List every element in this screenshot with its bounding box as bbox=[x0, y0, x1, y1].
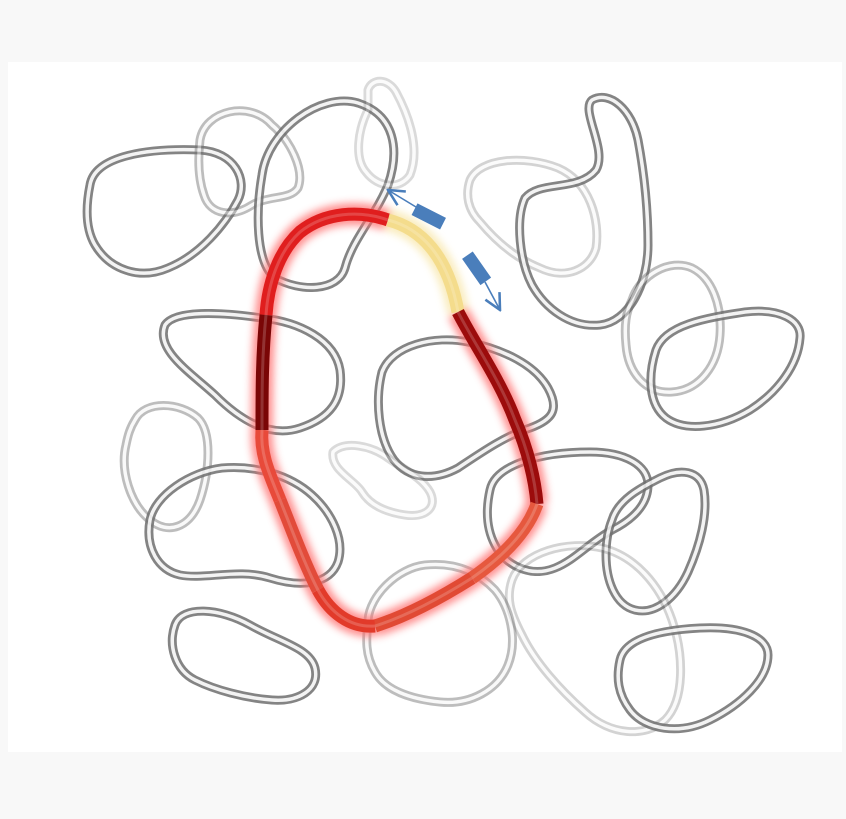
arrow-upper-left-head bbox=[388, 190, 416, 207]
highlighted-loop-sheen bbox=[280, 500, 318, 590]
arrow-lower-right bbox=[462, 251, 500, 310]
loop-i-outline bbox=[651, 311, 800, 426]
background-loop-s bbox=[618, 628, 768, 729]
background-loop-g bbox=[520, 97, 648, 325]
highlighted-loop bbox=[262, 214, 537, 626]
arrow-lower-right-body bbox=[462, 251, 491, 285]
loop-g-outline bbox=[520, 97, 648, 325]
loop-p-outline bbox=[172, 611, 315, 700]
background-loop-k bbox=[124, 406, 208, 528]
arrow-lower-right-head bbox=[485, 282, 500, 310]
background-loops bbox=[87, 81, 800, 731]
loop-s-outline bbox=[618, 628, 768, 729]
background-loop-i bbox=[651, 311, 800, 426]
background-loop-p bbox=[172, 611, 315, 700]
background-loop-n bbox=[333, 445, 433, 515]
